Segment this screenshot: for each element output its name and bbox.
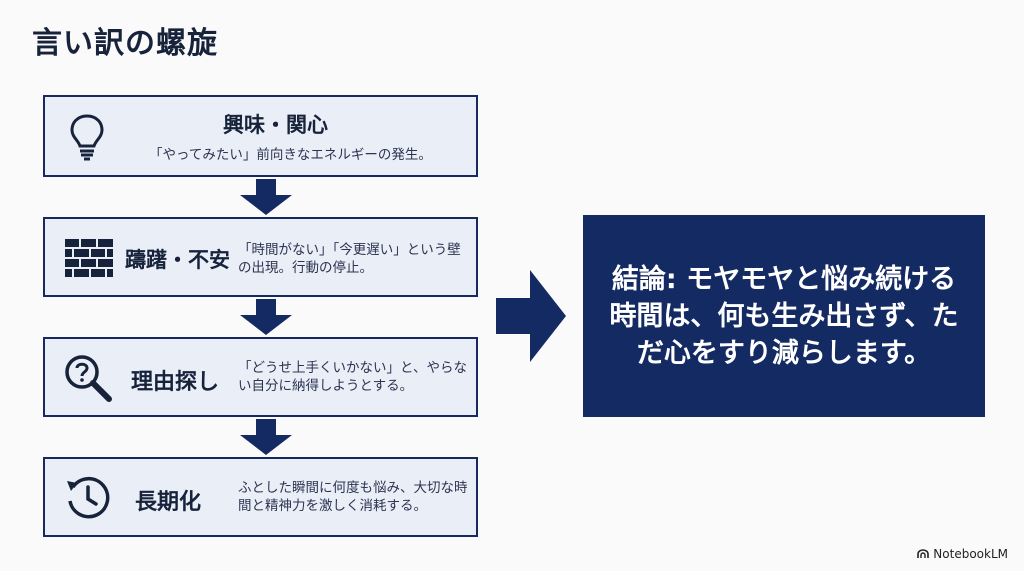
clock-history-icon — [67, 476, 110, 519]
conclusion-box: 結論: モヤモヤと悩み続ける時間は、何も生み出さず、ただ心をすり減らします。 — [583, 215, 985, 417]
step-label: 長期化 — [135, 490, 202, 515]
step-label: 躊躇・不安 — [125, 248, 230, 272]
step-label: 興味・関心 — [223, 113, 328, 137]
step-description: 「時間がない」「今更遅い」という壁の出現。行動の停止。 — [238, 242, 461, 276]
lightbulb-icon — [70, 114, 104, 161]
notebooklm-logo-icon — [917, 549, 930, 558]
page-title: 言い訳の螺旋 — [32, 26, 218, 61]
right-arrow-icon — [496, 270, 566, 362]
brick-wall-icon — [65, 239, 113, 277]
step-description: 「やってみたい」前向きなエネルギーの発生。 — [149, 147, 432, 163]
step-excuses: 理由探し 「どうせ上手くいかない」と、やらない自分に納得しようとする。 — [43, 337, 478, 417]
step-prolonged: 長期化 ふとした瞬間に何度も悩み、大切な時間と精神力を激しく消耗する。 — [43, 457, 478, 537]
brand-label: NotebookLM — [933, 547, 1008, 561]
question-magnifier-icon — [65, 355, 112, 402]
conclusion-text: 結論: モヤモヤと悩み続ける時間は、何も生み出さず、ただ心をすり減らします。 — [609, 263, 959, 369]
down-arrow-icon — [240, 419, 292, 455]
down-arrow-icon — [240, 179, 292, 215]
step-interest: 興味・関心 「やってみたい」前向きなエネルギーの発生。 — [43, 95, 478, 177]
step-label: 理由探し — [131, 370, 220, 395]
step-description: 「どうせ上手くいかない」と、やらない自分に納得しようとする。 — [238, 360, 467, 394]
step-hesitation: 躊躇・不安 「時間がない」「今更遅い」という壁の出現。行動の停止。 — [43, 217, 478, 297]
step-description: ふとした瞬間に何度も悩み、大切な時間と精神力を激しく消耗する。 — [238, 480, 468, 514]
notebooklm-watermark: NotebookLM — [917, 547, 1008, 561]
down-arrow-icon — [240, 299, 292, 335]
